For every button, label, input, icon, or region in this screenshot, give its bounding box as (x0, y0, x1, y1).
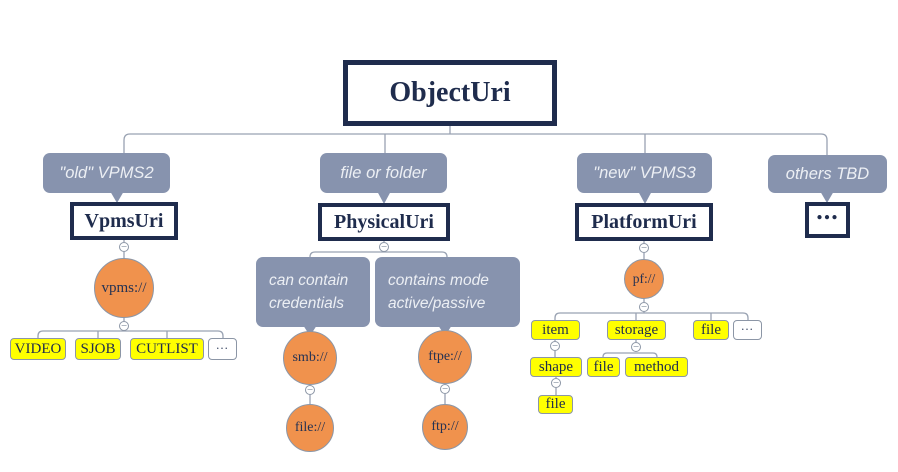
note-line: contains mode (388, 271, 489, 289)
node-scheme-ftpe[interactable]: ftpe:// (418, 330, 472, 384)
node-scheme-vpms[interactable]: vpms:// (94, 258, 154, 318)
connector-line (123, 133, 828, 155)
node-scheme-pf[interactable]: pf:// (624, 259, 664, 299)
node-vpms3-ellipsis[interactable]: ... (733, 318, 762, 340)
node-vpmsuri[interactable]: VpmsUri (70, 202, 178, 240)
node-vpms2-ellipsis[interactable]: ... (208, 337, 237, 360)
connector-line (37, 330, 224, 338)
node-others-ellipsis[interactable]: ... (805, 196, 850, 238)
node-shape[interactable]: shape (530, 357, 582, 377)
node-cutlist[interactable]: CUTLIST (130, 338, 204, 360)
connector-line (602, 352, 658, 358)
note-line: can contain (269, 271, 349, 289)
callout-tail (110, 191, 124, 203)
ellipsis-label: ... (816, 196, 839, 225)
node-item[interactable]: item (531, 320, 580, 340)
node-shape-file[interactable]: file (538, 395, 573, 414)
callout-old-vpms2[interactable]: "old" VPMS2 (43, 153, 170, 193)
connector-line (309, 251, 448, 258)
callout-new-vpms3[interactable]: "new" VPMS3 (577, 153, 712, 193)
callout-tail (303, 325, 317, 336)
callout-tail (377, 191, 391, 204)
collapse-icon[interactable]: − (305, 385, 315, 395)
node-storage-file[interactable]: file (587, 357, 620, 377)
callout-others-tbd[interactable]: others TBD (768, 155, 887, 193)
collapse-icon[interactable]: − (119, 242, 129, 252)
ellipsis-label: ... (216, 337, 229, 352)
collapse-icon[interactable]: − (631, 342, 641, 352)
note-line: credentials (269, 295, 344, 312)
node-scheme-ftp[interactable]: ftp:// (422, 404, 468, 450)
callout-tail (820, 191, 834, 203)
connector-line (554, 312, 749, 320)
node-video[interactable]: VIDEO (10, 338, 66, 360)
ellipsis-label: ... (741, 318, 754, 333)
node-objecturi[interactable]: ObjectUri (343, 60, 557, 126)
collapse-icon[interactable]: − (440, 384, 450, 394)
node-storage[interactable]: storage (607, 320, 666, 340)
callout-file-or-folder[interactable]: file or folder (320, 153, 447, 193)
collapse-icon[interactable]: − (639, 243, 649, 253)
node-physicaluri[interactable]: PhysicalUri (318, 203, 450, 241)
collapse-icon[interactable]: − (379, 242, 389, 252)
collapse-icon[interactable]: − (551, 378, 561, 388)
callout-can-contain-credentials[interactable]: can contain credentials (256, 257, 370, 327)
callout-tail (638, 191, 652, 204)
collapse-icon[interactable]: − (550, 341, 560, 351)
node-sjob[interactable]: SJOB (75, 338, 121, 360)
node-scheme-smb[interactable]: smb:// (283, 331, 337, 385)
collapse-icon[interactable]: − (639, 302, 649, 312)
callout-contains-mode[interactable]: contains mode active/passive (375, 257, 520, 327)
node-platformuri[interactable]: PlatformUri (575, 203, 713, 241)
node-scheme-file[interactable]: file:// (286, 404, 334, 452)
collapse-icon[interactable]: − (119, 321, 129, 331)
note-line: active/passive (388, 295, 486, 312)
node-file-l1[interactable]: file (693, 320, 729, 340)
node-method[interactable]: method (625, 357, 688, 377)
